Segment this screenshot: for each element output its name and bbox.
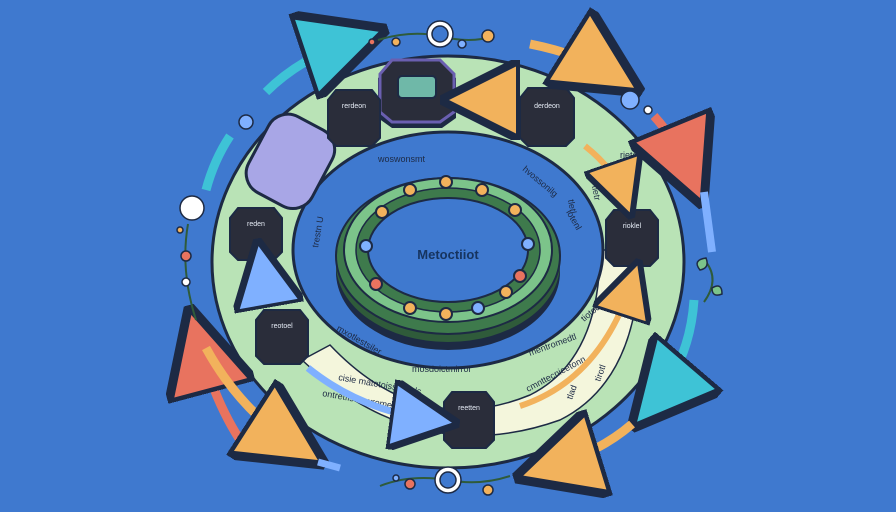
side-note-lower-right: tlad (564, 384, 578, 401)
ring-text-top: woswonsmt (377, 154, 426, 164)
node-lower-left-hex: reotoel (255, 309, 309, 365)
arrow-outer-lower-left-2 (202, 345, 296, 446)
node-left-hex: reden (229, 207, 283, 261)
node-bottom-hex: reetten (443, 391, 495, 449)
gear-ring-stack (335, 177, 561, 350)
arrow-outer-bottom-right (548, 424, 635, 468)
node-right-hex: rioklel (605, 209, 659, 267)
top-flower-chain (368, 20, 495, 49)
left-flower (176, 114, 254, 321)
side-note-right: riete (620, 150, 638, 160)
center-label: Metoctiiot (417, 247, 479, 262)
arrow-outer-left (201, 133, 234, 192)
svg-text:derdeon: derdeon (534, 103, 560, 110)
node-top-hex (378, 58, 456, 128)
side-note-right-3: tletl (566, 199, 578, 215)
arrow-outer-top-right (529, 44, 612, 74)
node-upper-left-hex: rerdeon (327, 89, 381, 147)
arrow-right-inner (583, 143, 624, 196)
svg-text:rerdeon: rerdeon (342, 103, 366, 110)
right-flower (620, 90, 723, 303)
ring-text-bottom: mosdoictmirror (412, 364, 472, 374)
svg-text:rioklel: rioklel (623, 223, 642, 230)
arrow-outer-right (654, 116, 690, 174)
svg-text:reetten: reetten (458, 405, 480, 412)
svg-text:reotoel: reotoel (271, 323, 293, 330)
arrow-outer-bottom-left (317, 458, 341, 472)
arrow-outer-lower-right (654, 299, 694, 402)
arrow-band-right (305, 365, 432, 420)
arrow-lower-right-up (519, 282, 632, 409)
node-upper-right-hex: derdeon (519, 87, 575, 147)
arrow-outer-top-left (262, 40, 354, 92)
bottom-flower-chain (379, 466, 511, 496)
svg-text:reden: reden (247, 221, 265, 228)
ring-beads (359, 175, 535, 321)
top-label: mstdiction (478, 78, 519, 88)
left-pill (244, 112, 337, 210)
arrow-outer-right-down (700, 191, 716, 253)
arrow-left-up (262, 266, 268, 300)
